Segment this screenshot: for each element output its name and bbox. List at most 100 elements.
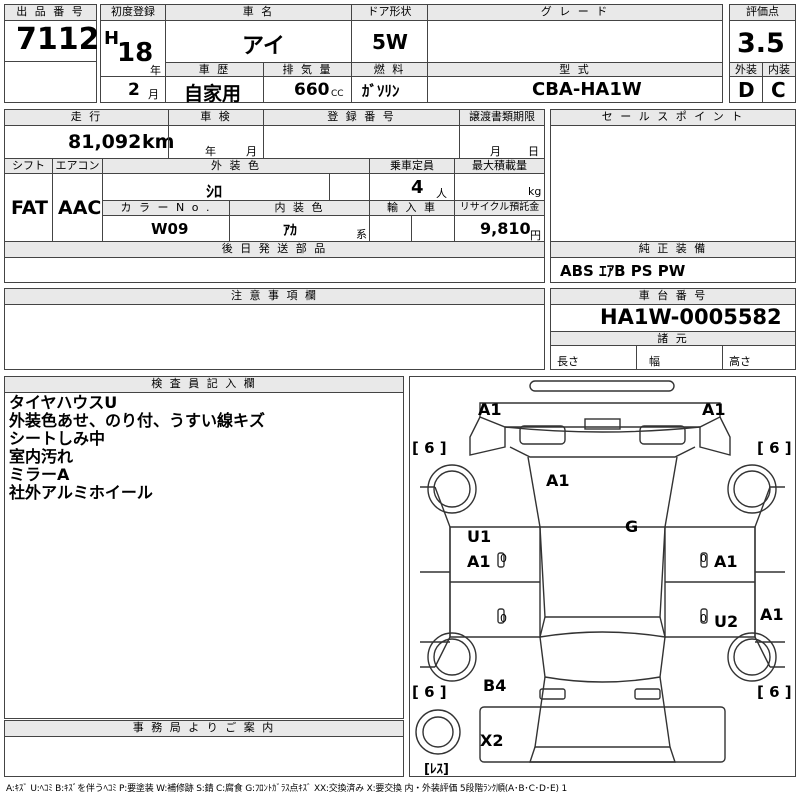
import-box [369,215,455,242]
inspection-month-unit: 月 [246,145,257,158]
inspector-line: タイヤハウスU [9,393,118,412]
exterior-color-extra-box [329,173,370,201]
era: H [104,28,120,49]
inspector-line: 室内汚れ [9,447,74,466]
inspector-line: ミラーA [9,465,70,484]
zero-mark: 0 [700,612,707,625]
score-label: 評価点 [729,4,796,21]
inspection-label: 車 検 [168,109,264,126]
recycle-unit: 円 [530,229,541,242]
max-load-label: 最大積載量 [454,158,545,174]
car-name-label: 車 名 [165,4,352,21]
interior-grade: C [771,78,786,102]
history: 自家用 [184,83,242,105]
capacity-unit: 人 [436,187,447,200]
tire-tread: [ 6 ] [412,683,447,701]
first-registration-label: 初度登録 [100,4,166,21]
lot-number: 7112 [16,22,100,57]
damage-mark: X2 [480,731,504,750]
later-parts-label: 後 日 発 送 部 品 [4,241,545,258]
tire-tread: [ 6 ] [412,439,447,457]
mileage: 81,092 [68,131,142,153]
model-label: 型 式 [427,62,723,77]
chassis-number: HA1W-0005582 [600,305,782,329]
sales-point-label: セ ー ル ス ポ イ ン ト [550,109,796,126]
grade-label: グ レ ー ド [427,4,723,21]
damage-mark: B4 [483,676,507,695]
interior-color: ｱｶ [283,223,297,239]
exterior-grade-label: 外装 [729,62,763,77]
later-parts-box [4,257,545,283]
equipment-box [550,257,796,283]
damage-mark: A1 [702,400,726,419]
color-number: W09 [151,220,189,238]
transfer-day-unit: 日 [528,145,539,158]
chassis-number-label: 車 台 番 号 [550,288,796,305]
interior-color-label: 内 装 色 [229,200,370,216]
inspector-notes: タイヤハウスU 外装色あせ、のり付、うすい線キズ シートしみ中 室内汚れ ミラー… [9,394,265,502]
displacement: 660 [294,80,330,100]
specs-label: 諸 元 [550,331,796,346]
inspection-year-unit: 年 [205,145,216,158]
damage-mark: G [625,517,639,536]
damage-mark: A1 [467,552,491,571]
registration-number-label: 登 録 番 号 [263,109,460,126]
inspector-box [4,392,404,719]
damage-mark: U1 [467,527,492,546]
registration-number-box [263,125,460,159]
car-name: アイ [242,34,285,59]
color-number-label: カ ラ ー N o . [102,200,230,216]
door-type: 5W [372,30,408,54]
model-box [427,76,723,103]
exterior-grade: D [738,78,755,102]
history-label: 車 歴 [165,62,264,77]
fuel: ｶﾞｿﾘﾝ [362,82,400,100]
ac-label: エアコン [52,158,103,174]
capacity-label: 乗車定員 [369,158,455,174]
lot-number-label: 出 品 番 号 [4,4,97,21]
inspector-line: シートしみ中 [9,429,106,448]
spare-tire-status: [ﾚｽ] [424,762,449,777]
zero-mark: 0 [500,552,507,565]
mileage-label: 走 行 [4,109,169,126]
damage-mark: A1 [760,605,784,624]
notes-label: 注 意 事 項 欄 [4,288,545,305]
transfer-month-unit: 月 [490,145,501,158]
car-diagram [415,380,785,763]
interior-color-unit: 系 [356,228,367,241]
shift-label: シフト [4,158,53,174]
displacement-label: 排 気 量 [263,62,352,77]
sales-point-box [550,125,796,242]
recycle-fee: 9,810 [480,219,531,238]
interior-grade-box [762,76,796,103]
tire-tread: [ 6 ] [757,683,792,701]
import-divider [411,215,412,242]
inspector-line: 社外アルミホイール [9,483,153,502]
office-box [4,736,404,777]
width-label: 幅 [649,355,660,368]
interior-color-box [229,215,370,242]
damage-mark: U2 [714,612,739,631]
model: CBA-HA1W [532,79,642,100]
score: 3.5 [737,28,785,59]
notes-box [4,304,545,370]
damage-legend: A:ｷｽﾞ U:ﾍｺﾐ B:ｷｽﾞを伴うﾍｺﾐ P:要塗装 W:補修跡 S:錆 … [6,784,567,794]
transfer-deadline-label: 譲渡書類期限 [459,109,545,126]
lot-number-lower-box [4,61,97,103]
grade-box [427,20,723,63]
equipment-label: 純 正 装 備 [550,241,796,258]
month-unit: 月 [148,88,159,101]
exterior-color: ｼﾛ [206,182,223,201]
recycle-label: リサイクル預託金 [454,200,545,216]
capacity: 4 [411,177,424,198]
mileage-unit: km [142,131,175,153]
damage-mark: A1 [546,471,570,490]
equipment: ABS ｴｱB PS PW [560,262,686,280]
height-box [722,345,796,370]
displacement-unit: CC [331,89,344,99]
fuel-label: 燃 料 [351,62,428,77]
max-load-unit: kg [528,185,542,198]
office-label: 事 務 局 よ り ご 案 内 [4,720,404,737]
inspector-label: 検 査 員 記 入 欄 [4,376,404,393]
door-label: ドア形状 [351,4,428,21]
